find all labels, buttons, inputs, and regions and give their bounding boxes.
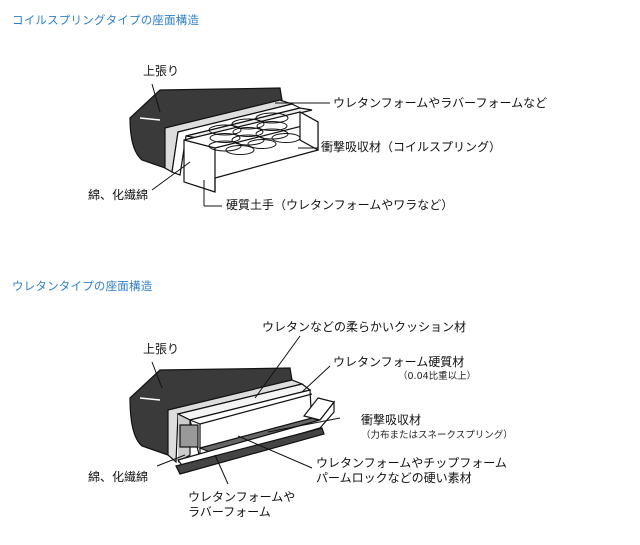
urethane-bottom-layer bbox=[175, 427, 325, 475]
urethane-leader-lines bbox=[151, 335, 341, 485]
urethane-label-upholstery: 上張り bbox=[143, 342, 180, 356]
coil-label-top-layer: ウレタンフォームやラバーフォームなど bbox=[333, 96, 548, 110]
coil-label-upholstery: 上張り bbox=[143, 64, 180, 78]
coil-label-cushion: 衝撃吸収材（コイルスプリング） bbox=[321, 140, 502, 154]
coil-leader-lines bbox=[151, 83, 330, 207]
urethane-label-chip-line2: パームロックなどの硬い素材 bbox=[316, 471, 472, 485]
urethane-label-chip-line1: ウレタンフォームやチップフォーム bbox=[316, 456, 507, 470]
urethane-label-shock: 衝撃吸収材 bbox=[361, 413, 422, 427]
urethane-label-hard-note: （0.04比重以上） bbox=[398, 371, 477, 382]
urethane-diagram bbox=[129, 367, 336, 475]
urethane-label-cotton: 綿、化繊綿 bbox=[88, 470, 149, 484]
coil-section-title: コイルスプリングタイプの座面構造 bbox=[12, 13, 200, 27]
coil-label-cotton: 綿、化繊綿 bbox=[88, 188, 149, 202]
coil-upholstery-shape bbox=[129, 87, 283, 169]
urethane-label-shock-note: （力布またはスネークスプリング） bbox=[361, 430, 513, 441]
coil-label-base: 硬質土手（ウレタンフォームやワラなど） bbox=[226, 198, 454, 212]
urethane-section-title: ウレタンタイプの座面構造 bbox=[12, 279, 153, 293]
urethane-label-rubber-line1: ウレタンフォームや bbox=[188, 490, 296, 504]
urethane-label-soft: ウレタンなどの柔らかいクッション材 bbox=[262, 320, 467, 334]
coil-spring-diagram bbox=[129, 87, 319, 193]
urethane-label-hard: ウレタンフォーム硬質材 bbox=[333, 355, 465, 369]
urethane-label-rubber-line2: ラバーフォーム bbox=[188, 505, 271, 519]
